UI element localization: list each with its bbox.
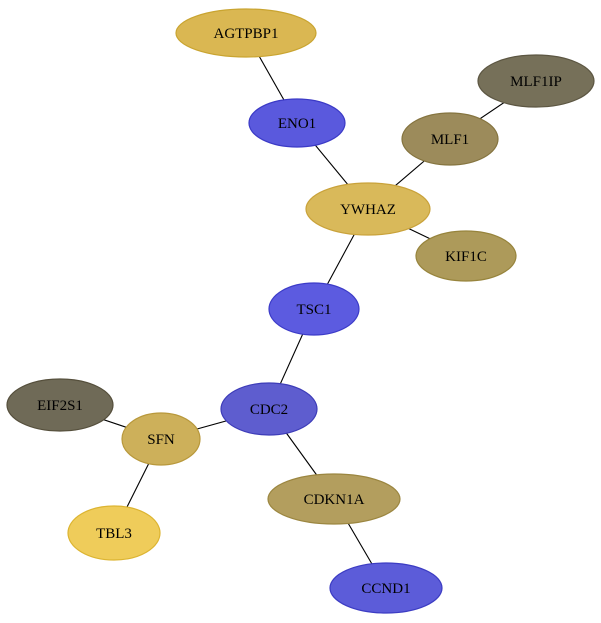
node-agtpbp1[interactable]: AGTPBP1	[175, 8, 317, 58]
node-label: CDKN1A	[304, 492, 365, 508]
node-ellipse	[6, 378, 114, 432]
node-label: EIF2S1	[37, 398, 83, 414]
node-label: MLF1	[431, 132, 469, 148]
node-label: CDC2	[250, 402, 288, 418]
node-ellipse	[477, 54, 595, 108]
node-eif2s1[interactable]: EIF2S1	[6, 378, 114, 432]
node-cdc2[interactable]: CDC2	[220, 382, 318, 436]
node-tbl3[interactable]: TBL3	[67, 505, 161, 561]
node-ellipse	[121, 412, 201, 466]
node-ywhaz[interactable]: YWHAZ	[305, 182, 431, 236]
node-label: MLF1IP	[510, 74, 562, 90]
node-ellipse	[329, 562, 443, 614]
node-tsc1[interactable]: TSC1	[268, 282, 360, 336]
node-ellipse	[401, 112, 499, 166]
node-label: TBL3	[96, 526, 132, 542]
node-ellipse	[305, 182, 431, 236]
node-ellipse	[267, 473, 401, 525]
node-label: KIF1C	[445, 249, 487, 265]
node-ellipse	[268, 282, 360, 336]
node-label: AGTPBP1	[213, 26, 278, 42]
node-kif1c[interactable]: KIF1C	[415, 230, 517, 282]
node-sfn[interactable]: SFN	[121, 412, 201, 466]
node-ellipse	[248, 98, 346, 148]
node-cdkn1a[interactable]: CDKN1A	[267, 473, 401, 525]
node-ellipse	[67, 505, 161, 561]
node-ccnd1[interactable]: CCND1	[329, 562, 443, 614]
node-label: TSC1	[296, 302, 331, 318]
node-label: YWHAZ	[340, 202, 396, 218]
node-label: ENO1	[278, 116, 316, 132]
node-mlf1[interactable]: MLF1	[401, 112, 499, 166]
node-eno1[interactable]: ENO1	[248, 98, 346, 148]
node-ellipse	[415, 230, 517, 282]
node-ellipse	[175, 8, 317, 58]
node-ellipse	[220, 382, 318, 436]
node-label: CCND1	[361, 581, 410, 597]
node-label: SFN	[147, 432, 175, 448]
node-mlf1ip[interactable]: MLF1IP	[477, 54, 595, 108]
